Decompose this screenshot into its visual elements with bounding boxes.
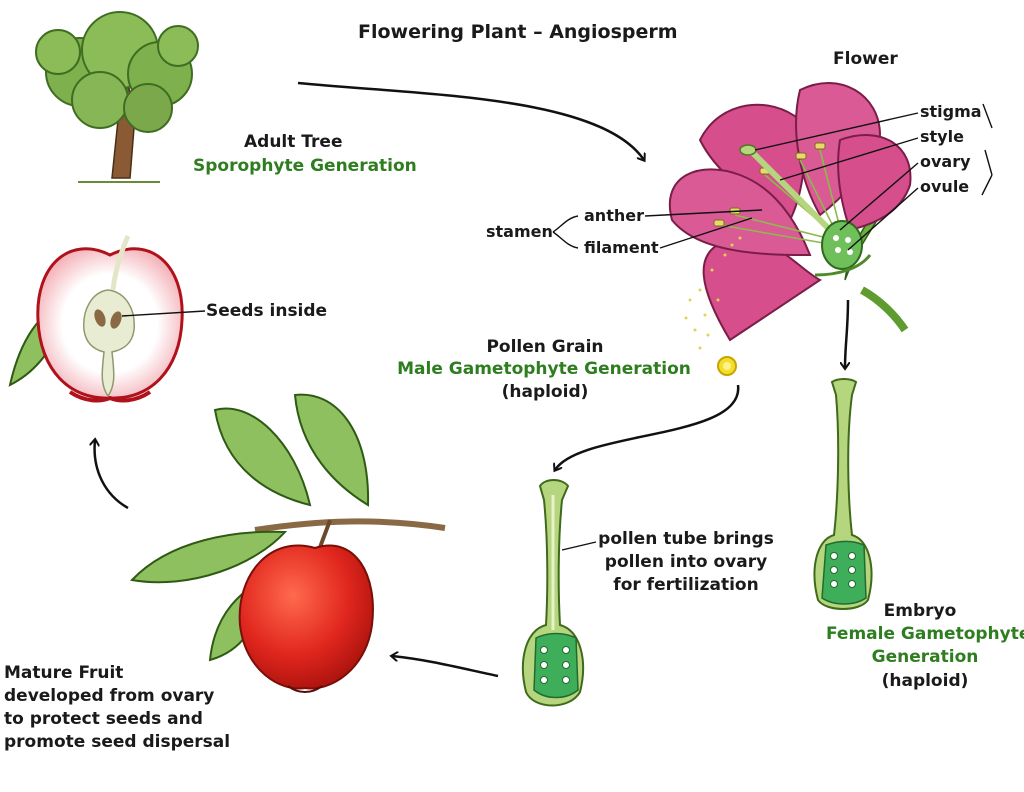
adult-tree-illustration (35, 11, 199, 183)
style-label: style (920, 127, 964, 146)
ovule-label: ovule (920, 177, 970, 196)
female-generation-label: Generation (871, 647, 979, 667)
arrow-pistil-to-fruit (392, 656, 499, 678)
mature-fruit-illustration (129, 393, 446, 693)
pollen-grain-label: Pollen Grain (486, 337, 604, 357)
pollen-tube-pistil-illustration (522, 479, 597, 707)
arrow-flower-to-embryo (845, 299, 848, 368)
flower-illustration (669, 81, 912, 342)
filament-label: filament (584, 238, 659, 257)
diagram-title: Flowering Plant – Angiosperm (358, 21, 678, 43)
pollen-haploid-label: (haploid) (501, 382, 589, 402)
pollen-dust (684, 236, 742, 350)
female-gametophyte-label: Female Gametophyte (826, 624, 1024, 644)
embryo-haploid-label: (haploid) (881, 671, 969, 691)
seeds-inside-label: Seeds inside (206, 301, 328, 321)
stigma-label: stigma (920, 102, 982, 121)
embryo-pistil-illustration (813, 378, 873, 610)
arrow-fruit-to-cut-apple (95, 440, 129, 510)
ovary-label: ovary (920, 152, 971, 171)
arrow-tree-to-flower (297, 81, 644, 160)
cut-apple-illustration (8, 235, 206, 403)
male-gametophyte-label: Male Gametophyte Generation (397, 359, 691, 379)
flower-label: Flower (833, 49, 898, 69)
arrow-pollen-to-pistil (555, 384, 740, 470)
embryo-label: Embryo (883, 601, 957, 621)
adult-tree-label: Adult Tree (244, 132, 343, 152)
sporophyte-generation-label: Sporophyte Generation (193, 156, 417, 176)
pollen-tube-label: pollen tube brings pollen into ovary for… (598, 529, 774, 595)
pollen-grain-illustration (717, 356, 737, 376)
mature-fruit-label: Mature Fruit developed from ovary to pro… (4, 663, 231, 752)
stamen-label: stamen (486, 222, 553, 241)
anther-label: anther (584, 206, 644, 225)
flower-part-pointers (552, 103, 993, 251)
